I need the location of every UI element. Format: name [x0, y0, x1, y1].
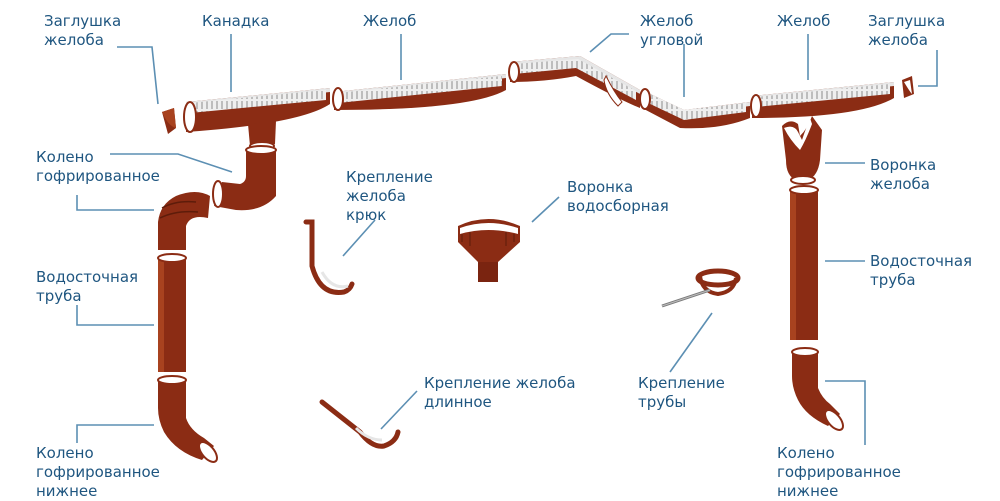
- label-koleno-nizhnee-left: Колено гофрированное нижнее: [36, 444, 160, 501]
- label-line: Канадка: [202, 12, 270, 30]
- label-zhelob-1: Желоб: [363, 12, 416, 31]
- label-line: трубы: [638, 393, 687, 411]
- label-line: Желоб: [640, 12, 694, 30]
- leader-kreplenie-kryuk: [342, 219, 376, 257]
- gutter-end-cap-right: [902, 76, 914, 98]
- label-line: труба: [870, 271, 916, 289]
- corrugated-elbow: [212, 145, 277, 211]
- leader-koleno-gofr-b: [76, 195, 154, 211]
- gutter-outlet-funnel: [782, 116, 822, 185]
- label-vodostochnaya-left: Водосточная труба: [36, 268, 138, 306]
- label-line: гофрированное: [36, 167, 160, 185]
- corrugated-elbow-upper: [158, 192, 210, 250]
- label-line: Крепление желоба: [424, 374, 576, 392]
- gutter-with-outlet: [183, 88, 330, 151]
- label-koleno-nizhnee-right: Колено гофрированное нижнее: [777, 444, 901, 501]
- label-kreplenie-kryuk: Крепление желоба крюк: [346, 168, 433, 225]
- gutter-end-cap-left: [162, 108, 176, 134]
- label-line: Воронка: [870, 156, 937, 174]
- leader-koleno-nizhnee-right: [825, 380, 866, 445]
- leader-kreplenie-truby: [669, 312, 713, 373]
- gutter-long-bracket: [319, 399, 401, 449]
- label-zhelob-2: Желоб: [777, 12, 830, 31]
- label-vodostochnaya-right: Водосточная труба: [870, 252, 972, 290]
- label-zaglushka-left: Заглушка желоба: [44, 12, 121, 50]
- leader-koleno-gofr: [110, 153, 233, 173]
- label-line: желоба: [346, 187, 406, 205]
- corrugated-elbow-bottom-left: [157, 375, 218, 463]
- label-line: крюк: [346, 206, 387, 224]
- gutter-section-2: [750, 82, 894, 118]
- label-voronka-vodosbornaya: Воронка водосборная: [567, 178, 669, 216]
- label-line: Желоб: [363, 12, 417, 30]
- leader-zaglushka-left: [117, 46, 159, 105]
- label-line: Крепление: [638, 374, 725, 392]
- label-voronka-zheloba: Воронка желоба: [870, 156, 936, 194]
- leader-koleno-nizhnee-left: [76, 424, 154, 443]
- label-zhelob-uglovoy: Желоб угловой: [640, 12, 703, 50]
- label-line: водосборная: [567, 197, 669, 215]
- downpipe-left: [157, 253, 187, 372]
- label-line: желоба: [870, 175, 930, 193]
- label-line: Крепление: [346, 168, 433, 186]
- label-line: гофрированное: [777, 463, 901, 481]
- leader-voronka-vodosbornaya: [531, 196, 560, 223]
- label-line: желоба: [868, 31, 928, 49]
- downpipe-right: [789, 185, 819, 340]
- label-line: Водосточная: [870, 252, 973, 270]
- label-kreplenie-dlinnoe: Крепление желоба длинное: [424, 374, 576, 412]
- label-line: Колено: [777, 444, 835, 462]
- label-zaglushka-right: Заглушка желоба: [868, 12, 945, 50]
- leader-zaglushka-right: [918, 50, 938, 87]
- label-koleno-gofr: Колено гофрированное: [36, 148, 160, 186]
- label-line: Колено: [36, 148, 94, 166]
- label-line: нижнее: [777, 482, 839, 500]
- gutter-section-1: [332, 74, 506, 111]
- label-line: гофрированное: [36, 463, 160, 481]
- label-line: труба: [36, 287, 82, 305]
- gutter-corner: [508, 56, 640, 108]
- collector-funnel: [458, 219, 520, 282]
- label-kanadka: Канадка: [202, 12, 269, 31]
- pipe-clamp: [661, 268, 741, 308]
- label-line: желоба: [44, 31, 104, 49]
- gutter-corner-section: [639, 88, 750, 129]
- label-line: Заглушка: [868, 12, 946, 30]
- corrugated-elbow-bottom-right: [791, 347, 844, 431]
- label-line: нижнее: [36, 482, 98, 500]
- leader-kreplenie-dlinnoe: [380, 390, 418, 430]
- label-line: Воронка: [567, 178, 634, 196]
- label-kreplenie-truby: Крепление трубы: [638, 374, 725, 412]
- label-line: Желоб: [777, 12, 831, 30]
- label-line: угловой: [640, 31, 704, 49]
- label-line: длинное: [424, 393, 492, 411]
- gutter-hook-bracket: [303, 219, 355, 295]
- label-line: Колено: [36, 444, 94, 462]
- leader-lines: [76, 33, 938, 445]
- label-line: Водосточная: [36, 268, 139, 286]
- leader-zhelob-uglovoy-a: [589, 33, 629, 53]
- leader-vodostochnaya-left: [76, 305, 154, 326]
- label-line: Заглушка: [44, 12, 122, 30]
